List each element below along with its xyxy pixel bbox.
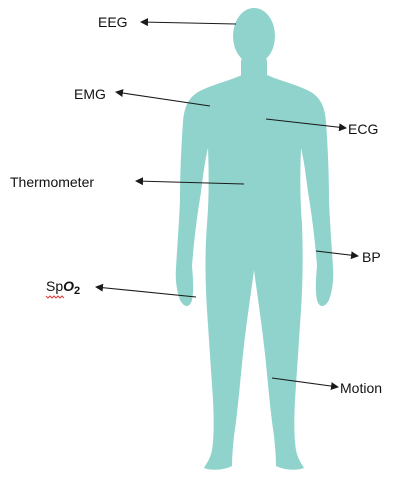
bp-label: BP: [362, 249, 381, 265]
spell-check-underline: [46, 296, 64, 298]
spo2-label-o: O: [63, 278, 74, 294]
eeg-label: EEG: [98, 14, 128, 30]
spo2-label-sp: Sp: [46, 278, 63, 294]
emg-label: EMG: [74, 86, 106, 102]
thermometer-label: Thermometer: [10, 174, 94, 190]
motion-label: Motion: [340, 380, 382, 396]
ecg-label: ECG: [348, 121, 378, 137]
legs: [204, 224, 304, 470]
spo2-label-subscript: 2: [74, 285, 80, 297]
human-body-silhouette: [176, 8, 334, 470]
eeg-arrow: [141, 22, 236, 24]
spo2-label: SpO2: [46, 278, 80, 297]
head: [233, 8, 275, 64]
